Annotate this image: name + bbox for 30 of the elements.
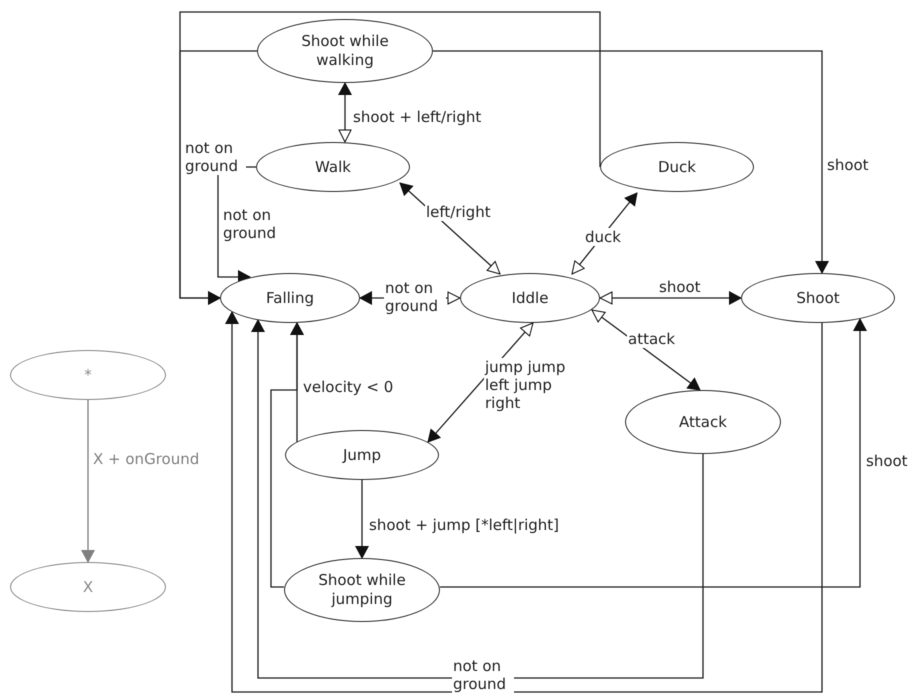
- transition-arrow: [433, 50, 829, 274]
- transition-arrow: [600, 291, 742, 305]
- state-name: X: [82, 578, 94, 596]
- edge-label: attack: [627, 330, 676, 348]
- state-name: Duck: [658, 158, 696, 176]
- state-ellipse: [460, 273, 600, 323]
- transition-arrow: [440, 318, 867, 588]
- transition-arrow: [338, 82, 352, 142]
- transition-arrow: [81, 400, 95, 563]
- transition-arrow: [355, 480, 369, 559]
- state-name: Falling: [266, 288, 314, 308]
- state-name: Shoot while jumping: [317, 571, 407, 609]
- state-name: Iddle: [512, 288, 548, 308]
- state-name: Shoot: [796, 288, 840, 308]
- state-name: Attack: [679, 412, 727, 432]
- transition-arrow: [179, 11, 601, 305]
- state-name: Shoot while walking: [300, 32, 390, 70]
- transition-arrow: [225, 311, 823, 693]
- state-name: Walk: [315, 158, 351, 176]
- edge-label: shoot + left/right: [352, 108, 482, 126]
- edge-label: shoot + jump [*left|right]: [368, 516, 560, 534]
- state-name: Jump: [342, 446, 382, 464]
- edge-label: duck: [584, 228, 622, 246]
- transition-arrow: [251, 319, 704, 679]
- state-ellipse: [600, 142, 754, 192]
- state-ellipse: [285, 430, 439, 480]
- edge-label: left/right: [425, 203, 492, 221]
- state-name: *: [84, 366, 92, 384]
- transition-arrow: [270, 322, 304, 588]
- edge-label: velocity < 0: [302, 378, 394, 396]
